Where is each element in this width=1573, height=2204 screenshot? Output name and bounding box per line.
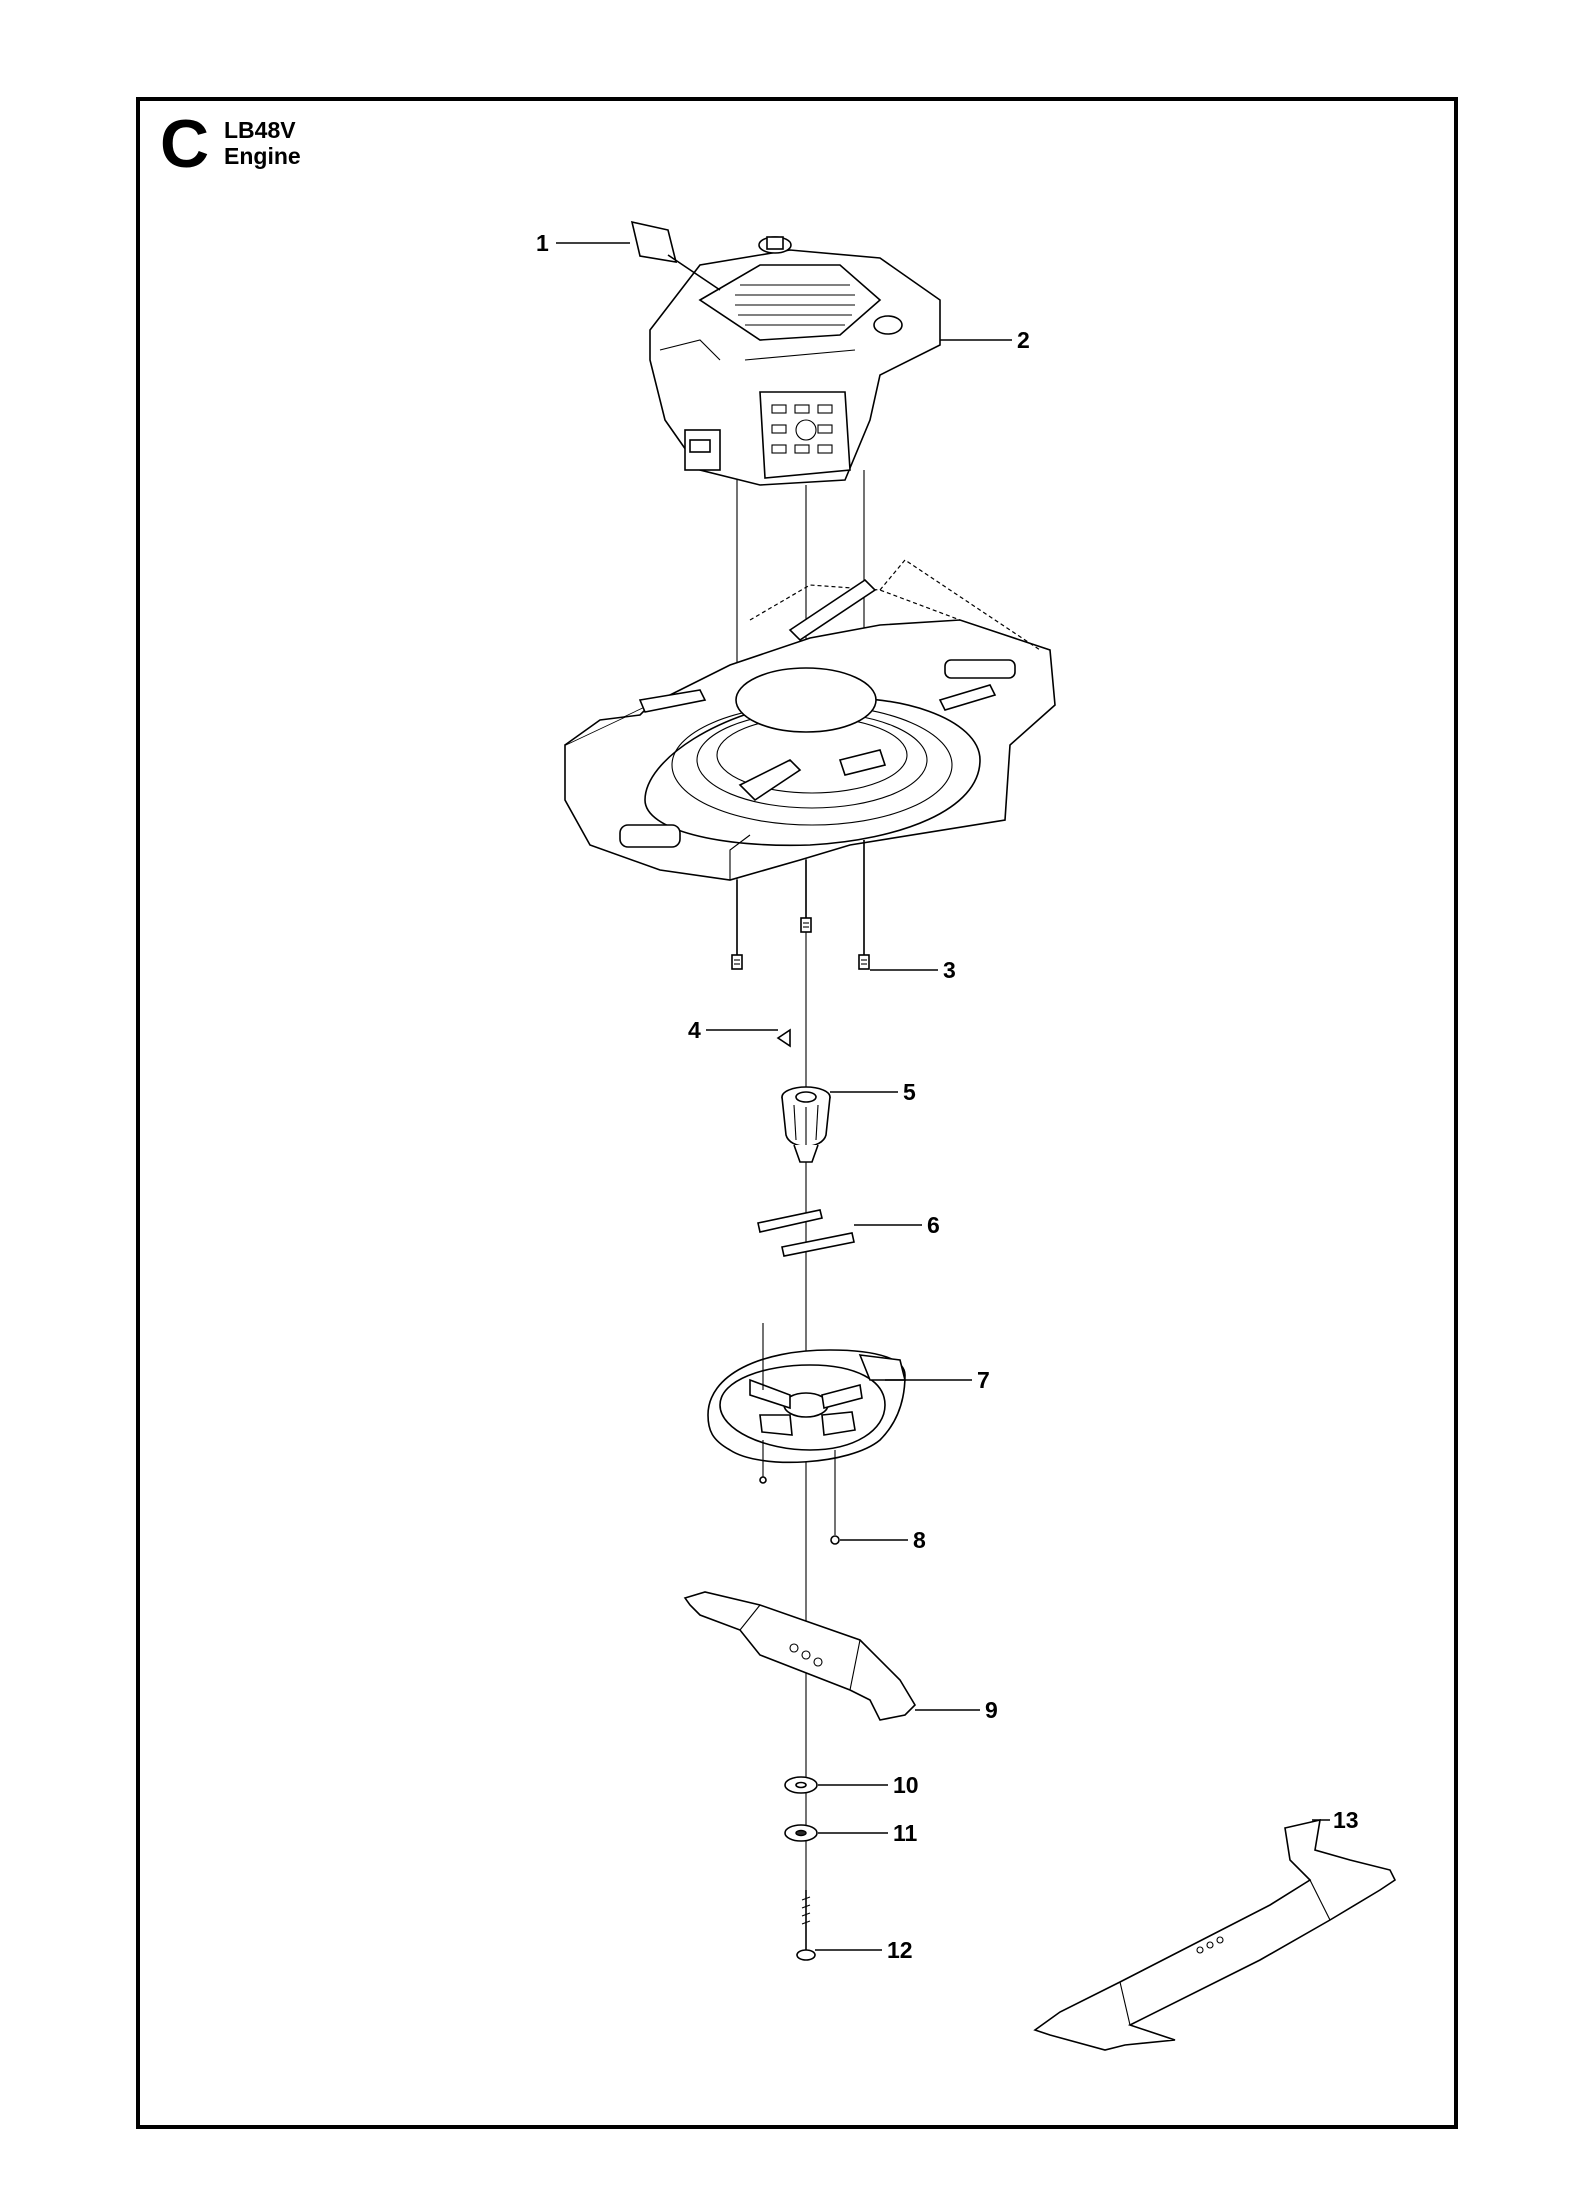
part-blade-bolt [796,1890,816,1961]
diagram-frame [136,97,1458,2129]
part-blade-holder [707,1323,907,1484]
callout-9: 9 [985,1697,998,1723]
part-decal [630,220,678,263]
model-name: LB48V [224,117,296,143]
callout-5: 5 [903,1079,916,1105]
callout-4: 4 [688,1017,701,1043]
leader-lines [556,242,1330,1951]
callout-1: 1 [536,230,549,256]
part-washer-2 [784,1824,818,1842]
callout-8: 8 [913,1527,926,1553]
part-blade-adapter [781,1086,831,1163]
callout-11: 11 [893,1820,918,1846]
part-keys-pair [757,1209,855,1257]
callout-2: 2 [1017,327,1030,353]
callout-3: 3 [943,957,956,983]
part-washer [784,1776,818,1794]
callout-7: 7 [977,1367,990,1393]
part-engine [649,236,941,486]
mower-deck [564,559,1056,881]
part-blade [683,1591,917,1721]
callout-12: 12 [887,1937,913,1963]
callout-6: 6 [927,1212,940,1238]
part-bolts [731,840,870,970]
section-title: Engine [224,143,301,169]
section-letter: C [160,106,210,182]
part-key [776,1028,791,1048]
callout-10: 10 [893,1772,919,1798]
part-screw [830,1450,840,1545]
callout-13: 13 [1333,1807,1359,1833]
part-blade-alternative [1033,1818,1397,2051]
